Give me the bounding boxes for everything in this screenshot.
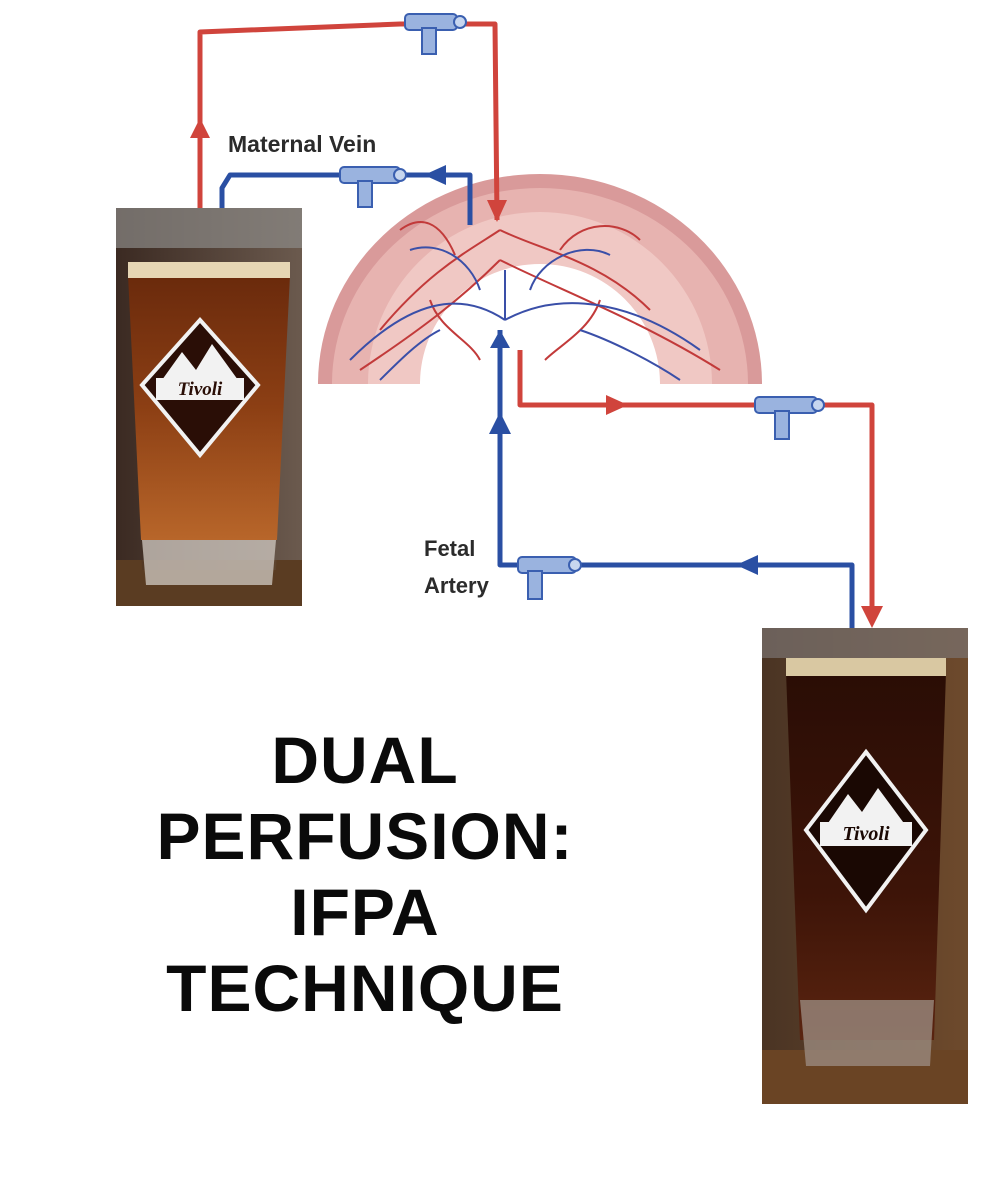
title-line-1: DUAL	[271, 723, 459, 797]
fetal-vein-arrow-down	[861, 606, 883, 628]
title-line-4: TECHNIQUE	[166, 951, 564, 1025]
fetal-artery-label-line2: Artery	[424, 573, 489, 598]
fetal-artery-arrow-up	[489, 412, 511, 434]
fetal-artery-stopcock-icon	[517, 556, 582, 600]
page-title: DUAL PERFUSION: IFPA TECHNIQUE	[60, 722, 670, 1026]
fetal-artery-arrow-left	[736, 555, 758, 575]
maternal-artery-arrow-up	[190, 118, 210, 138]
maternal-vein-arrow-left	[424, 165, 446, 185]
title-line-3: IFPA	[290, 875, 440, 949]
maternal-artery-stopcock-icon	[404, 13, 467, 55]
fetal-vein-arrow-right	[606, 395, 628, 415]
title-line-2: PERFUSION:	[156, 799, 574, 873]
darker-beer-logo-text: Tivoli	[842, 823, 889, 845]
fetal-vein-stopcock-icon	[754, 396, 825, 440]
maternal-artery-line	[197, 21, 500, 221]
placenta	[318, 174, 762, 384]
maternal-vein-label: Maternal Vein	[228, 131, 377, 157]
darker-beer-glass-photo: Tivoli	[762, 628, 968, 1104]
maternal-vein-stopcock-icon	[339, 166, 407, 208]
maternal-artery-arrow-down	[487, 200, 507, 222]
maternal-vein-line	[219, 172, 473, 262]
fetal-artery-label-line1: Fetal	[424, 536, 476, 561]
fetal-artery-label: Fetal Artery	[424, 530, 489, 604]
lighter-beer-logo-text: Tivoli	[178, 379, 223, 400]
lighter-beer-glass-photo: Tivoli	[116, 208, 302, 606]
fetal-artery-arrow-top	[490, 330, 510, 348]
